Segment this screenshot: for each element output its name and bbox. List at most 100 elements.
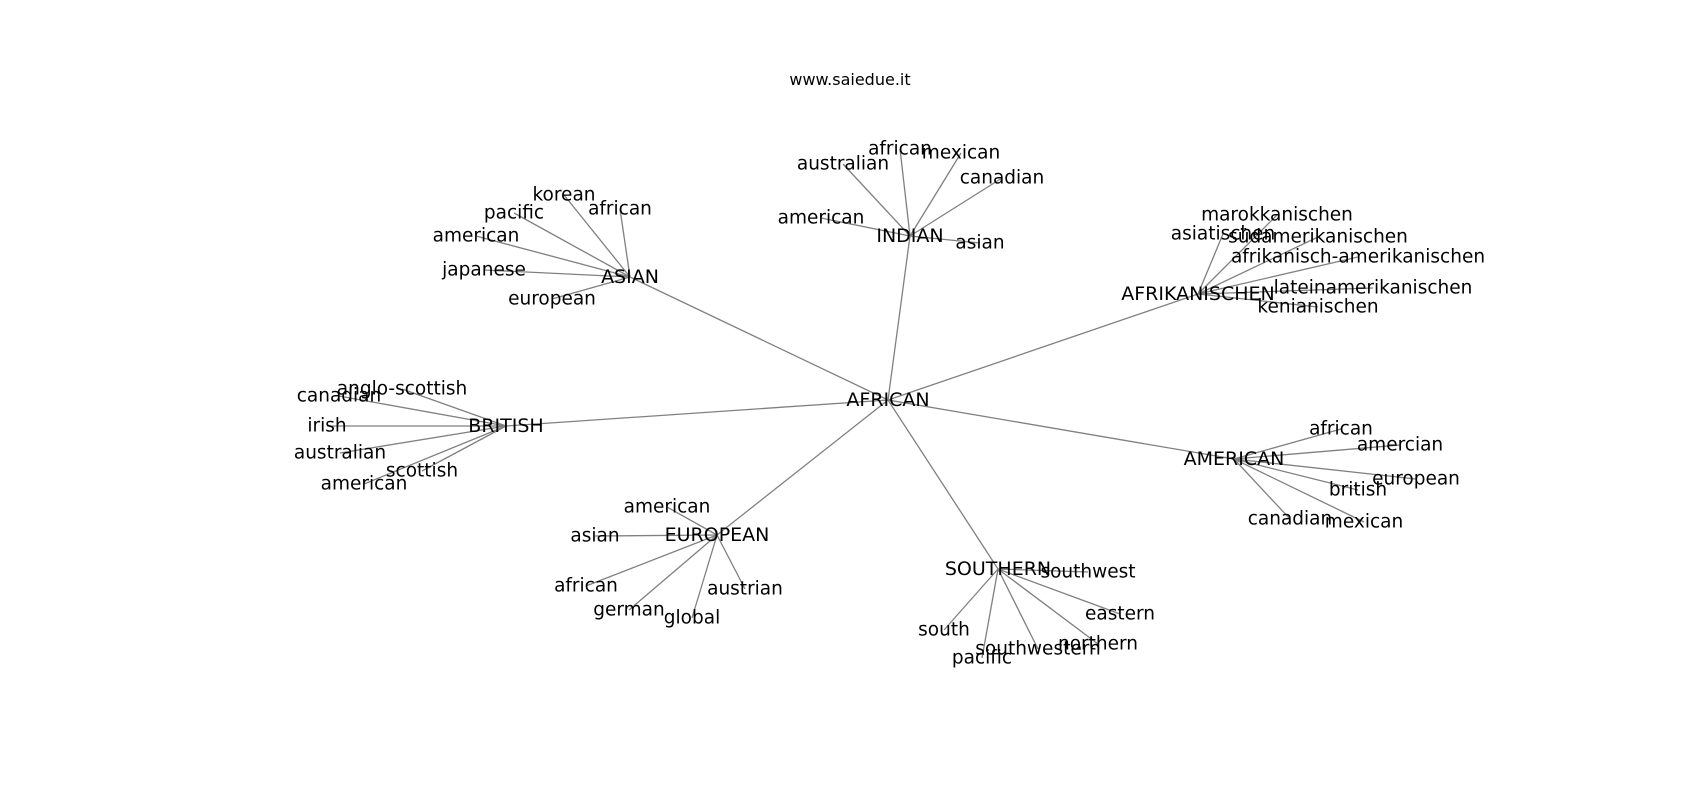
node-leaf-indian-canadian: canadian [960,168,1045,189]
edge-center-afrikanischen [887,293,1199,401]
node-hub-asian: ASIAN [601,266,659,288]
edge-british-australian [339,425,507,454]
edge-american-british [1233,458,1359,491]
node-leaf-european-american: american [624,497,711,518]
node-hub-british: BRITISH [468,415,543,437]
edge-afrikanischen-asiatischen [1197,233,1224,295]
edge-indian-mexican [909,152,962,237]
edge-european-asian [594,534,718,537]
node-leaf-american-amercian: amercian [1357,435,1443,456]
edge-european-african [585,534,718,587]
node-center-african: AFRICAN [846,389,929,411]
node-leaf-american-african: african [1309,419,1373,440]
edge-southern-eastern [997,568,1121,615]
node-leaf-european-global: global [664,608,720,629]
node-leaf-afrikanischen-asiatischen: asiatischen [1171,224,1276,245]
node-leaf-european-german: german [593,600,665,621]
node-leaf-british-scottish: scottish [386,461,458,482]
edge-indian-american [820,217,911,237]
edge-american-canadian [1233,458,1291,520]
edge-indian-asian [909,235,981,244]
edge-asian-european [551,276,631,300]
node-leaf-british-american: american [321,474,408,495]
edge-southern-southwest [997,568,1089,573]
edge-asian-japanese [483,269,631,278]
node-leaf-asian-pacific: pacific [484,203,544,224]
labels-layer: AFRICANASIANkoreanafricanpacificamerican… [294,139,1485,669]
node-leaf-southern-southwest: southwest [1040,562,1135,583]
edge-asian-african [619,208,631,278]
node-leaf-american-european: european [1372,469,1460,490]
edge-british-scottish [421,425,507,472]
edge-southern-south [943,568,999,631]
edge-afrikanischen-marokkanischen [1197,214,1278,295]
edge-european-austrian [716,534,746,590]
edge-afrikanischen-afrikanisch-amerikanischen [1197,256,1359,295]
node-leaf-indian-mexican: mexican [922,143,1000,164]
watermark: www.saiedue.it [789,70,911,89]
edge-american-mexican [1233,458,1365,523]
edge-british-anglo-scottish [401,388,507,427]
edge-asian-american [475,235,631,278]
node-hub-indian: INDIAN [876,225,943,247]
edge-afrikanischen-sudamerikanischen [1197,236,1319,295]
node-leaf-southern-northern: northern [1058,634,1138,655]
edge-center-american [887,399,1235,460]
node-leaf-european-african: african [554,576,618,597]
node-leaf-afrikanischen-marokkanischen: marokkanischen [1201,205,1353,226]
node-leaf-afrikanischen-sudamerikanischen: südamerikanischen [1228,227,1408,248]
node-leaf-american-british: british [1329,480,1387,501]
edge-southern-pacific [981,568,999,659]
node-leaf-asian-japanese: japanese [441,260,526,281]
node-hub-american: AMERICAN [1184,448,1285,470]
edge-european-global [691,534,718,619]
edge-center-southern [887,399,999,570]
edge-center-indian [887,235,911,401]
node-leaf-british-australian: australian [294,443,386,464]
edge-british-american [363,425,507,485]
node-leaf-southern-southwestern: southwestern [975,639,1100,660]
node-leaf-afrikanischen-kenianischen: kenianischen [1257,297,1378,318]
node-leaf-indian-american: american [778,208,865,229]
node-hub-southern: SOUTHERN [945,558,1051,580]
edge-indian-australian [842,163,911,237]
node-leaf-southern-eastern: eastern [1085,604,1155,625]
edge-european-german [628,534,718,611]
node-leaf-asian-korean: korean [532,185,595,206]
node-leaf-british-irish: irish [307,416,346,437]
edge-asian-korean [563,194,631,278]
edge-afrikanischen-lateinamerikanischen [1197,287,1374,295]
node-leaf-indian-australian: australian [797,154,889,175]
node-leaf-british-canadian: canadian [297,386,382,407]
node-leaf-afrikanischen-lateinamerikanischen: lateinamerikanischen [1274,278,1473,299]
edge-southern-southwestern [997,568,1039,650]
node-leaf-european-asian: asian [570,526,619,547]
edge-american-african [1233,428,1342,460]
edge-center-asian [629,276,889,401]
edge-american-amercian [1233,444,1401,460]
edge-european-american [666,506,718,536]
node-leaf-american-canadian: canadian [1248,509,1333,530]
node-leaf-southern-south: south [918,620,970,641]
edge-indian-canadian [909,177,1003,237]
edge-british-canadian [338,395,507,427]
edge-asian-pacific [513,212,631,278]
node-leaf-asian-european: european [508,289,596,310]
node-leaf-asian-american: american [433,226,520,247]
node-leaf-asian-african: african [588,199,652,220]
edge-center-european [716,399,889,536]
node-hub-afrikanischen: AFRIKANISCHEN [1121,283,1275,305]
node-leaf-european-austrian: austrian [707,579,783,600]
node-leaf-southern-pacific: pacific [952,648,1012,669]
edge-afrikanischen-kenianischen [1197,293,1319,308]
node-leaf-american-mexican: mexican [1325,512,1403,533]
node-leaf-indian-african: african [868,139,932,160]
edge-american-european [1233,458,1417,480]
node-leaf-indian-asian: asian [955,233,1004,254]
node-hub-european: EUROPEAN [665,524,770,546]
edge-indian-african [899,148,911,237]
edge-southern-northern [997,568,1099,645]
edge-center-british [505,399,889,427]
edges-layer [327,148,1417,659]
